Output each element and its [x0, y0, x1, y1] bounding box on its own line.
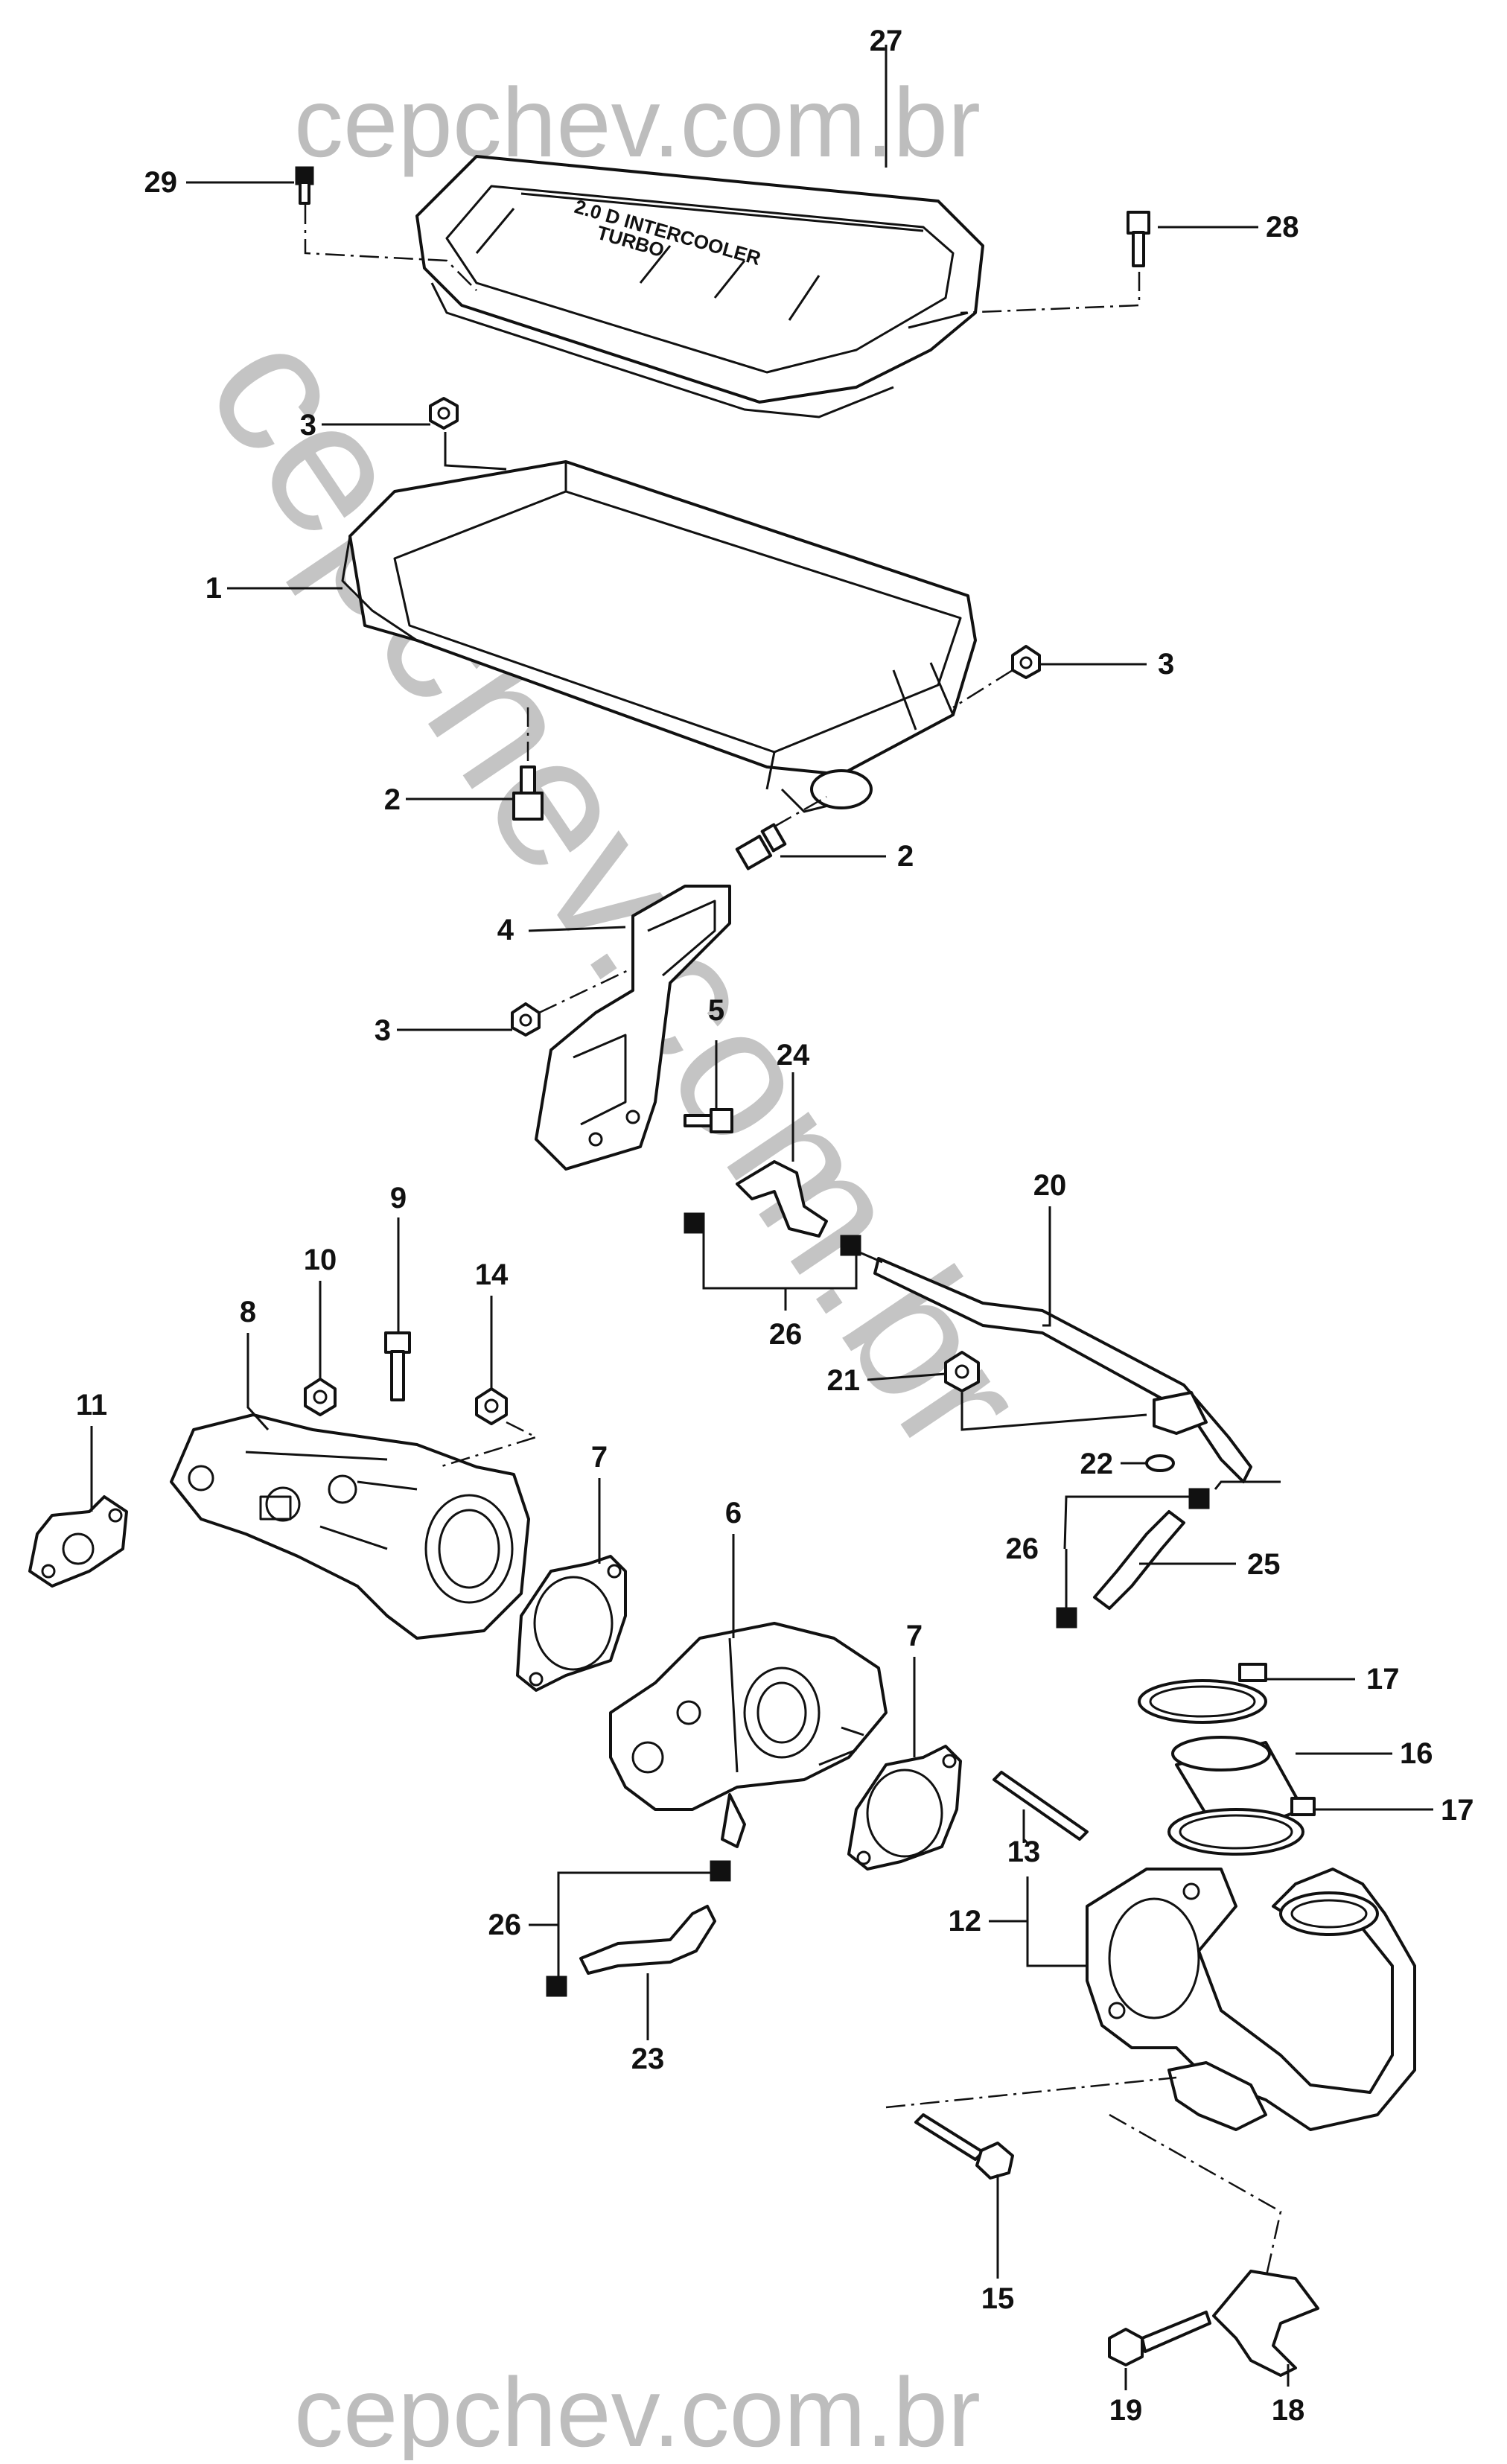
- bracket-18: [1212, 2270, 1319, 2377]
- clamp-26c-icon: [546, 1860, 731, 1997]
- leader-3a-line: [444, 432, 507, 471]
- intercooler-cover: 2.0 D INTERCOOLER TURBO: [415, 155, 984, 418]
- watermark-top: cepchev.com.br: [294, 68, 981, 177]
- leader-2b-dash: [774, 795, 827, 828]
- watermark-diagonal: cepchev.com.br: [168, 293, 1068, 1488]
- callout-26-top: 26: [769, 1318, 803, 1351]
- leader-lines: [90, 45, 1433, 2390]
- bolt-28-icon: [1127, 211, 1150, 267]
- callout-27: 27: [870, 25, 903, 57]
- callout-1: 1: [206, 572, 222, 605]
- bushing-2b-icon: [735, 823, 787, 870]
- gasket-11: [28, 1495, 128, 1588]
- callout-16: 16: [1400, 1737, 1433, 1770]
- callout-26-right: 26: [1006, 1532, 1039, 1565]
- gasket-7a: [516, 1555, 627, 1692]
- callout-3-bracket: 3: [375, 1014, 391, 1047]
- leader-28-dash: [960, 272, 1141, 314]
- bolt-9-icon: [384, 1331, 411, 1401]
- callout-7-left: 7: [591, 1441, 608, 1474]
- hose-25: [1093, 1510, 1185, 1610]
- clamp-26a-icon: [684, 1212, 861, 1256]
- nut-3a-icon: [429, 397, 459, 430]
- callout-numbers: 27 29 28 3 1 3 2 2 4 3 5 24 20 9 10 14 8…: [76, 25, 1474, 2427]
- callout-21: 21: [827, 1364, 861, 1397]
- callout-18: 18: [1272, 2394, 1305, 2427]
- hose-clamp-17a: [1138, 1663, 1267, 1724]
- stud-13-icon: [993, 1771, 1089, 1841]
- nut-14-icon: [475, 1387, 508, 1425]
- nut-3b-icon: [1011, 645, 1041, 679]
- bolt-15-icon: [914, 2113, 1014, 2180]
- callout-6: 6: [725, 1497, 742, 1529]
- callout-12: 12: [949, 1905, 982, 1938]
- intake-housing-8: [170, 1413, 530, 1640]
- callout-25: 25: [1247, 1548, 1281, 1581]
- washer-22-icon: [1145, 1454, 1175, 1472]
- callout-29: 29: [144, 166, 178, 199]
- callout-19: 19: [1109, 2394, 1143, 2427]
- callout-7-right: 7: [906, 1620, 923, 1652]
- callout-14: 14: [475, 1258, 509, 1291]
- callout-26-bottom: 26: [488, 1909, 522, 1941]
- hose-23: [579, 1905, 716, 1975]
- elbow-pipe-12: [1086, 1868, 1416, 2131]
- nut-10-icon: [304, 1378, 337, 1416]
- hose-24: [736, 1160, 828, 1238]
- watermark-bottom: cepchev.com.br: [294, 2358, 981, 2460]
- callout-23: 23: [631, 2043, 665, 2075]
- leader-3c-dash: [538, 967, 634, 1014]
- bushing-2a-icon: [512, 765, 544, 821]
- intercooler-core: [341, 460, 977, 813]
- leader-29-dash: [304, 205, 477, 291]
- bolt-29-icon: [295, 166, 314, 205]
- callout-4: 4: [497, 914, 514, 946]
- callout-24: 24: [777, 1039, 810, 1072]
- callout-5: 5: [708, 994, 724, 1027]
- callout-3-top: 3: [300, 409, 316, 442]
- callout-10: 10: [304, 1244, 337, 1276]
- callout-28: 28: [1266, 211, 1299, 243]
- callout-9: 9: [390, 1182, 407, 1215]
- clamp-26b-icon: [1056, 1488, 1210, 1629]
- gasket-7b: [847, 1745, 962, 1871]
- leader-14-dash: [439, 1421, 539, 1468]
- nut-3c-icon: [511, 1002, 541, 1037]
- callout-20: 20: [1033, 1169, 1067, 1202]
- hose-clamp-17b: [1167, 1797, 1316, 1856]
- leader-15-dash: [885, 2076, 1177, 2109]
- nut-21-icon: [944, 1351, 980, 1392]
- callout-22: 22: [1080, 1448, 1114, 1480]
- leader-21-line: [960, 1392, 1147, 1431]
- pipe-20-bracket: [1153, 1391, 1208, 1435]
- callout-8: 8: [240, 1296, 256, 1328]
- bolt-5-icon: [684, 1108, 733, 1133]
- leader-3b-dash: [952, 669, 1013, 709]
- leader-18-dash: [1109, 2113, 1282, 2279]
- callout-15: 15: [981, 2282, 1015, 2315]
- callout-2-right: 2: [897, 840, 914, 873]
- bolt-19-icon: [1108, 2311, 1211, 2366]
- callout-17-bottom: 17: [1441, 1794, 1474, 1827]
- callout-3-right: 3: [1158, 648, 1174, 681]
- callout-17-top: 17: [1366, 1663, 1400, 1696]
- callout-11: 11: [76, 1389, 107, 1422]
- bracket-4: [535, 885, 731, 1171]
- callout-13: 13: [1007, 1836, 1041, 1868]
- callout-2-left: 2: [384, 783, 401, 816]
- throttle-body-6: [609, 1622, 888, 1848]
